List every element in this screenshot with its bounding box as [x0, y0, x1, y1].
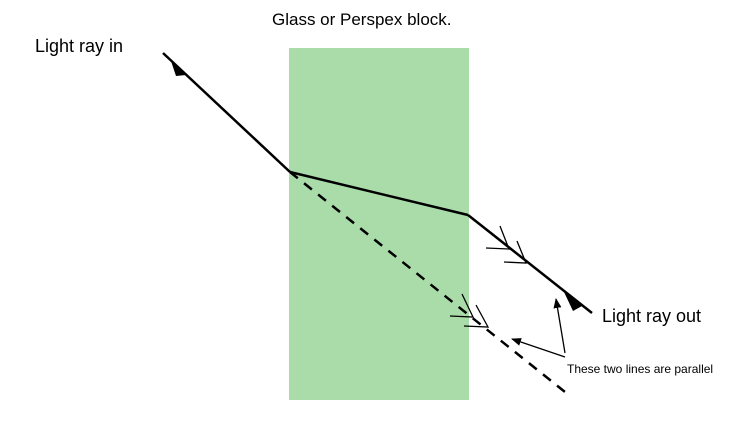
extended-incident-ray-dashed: [289, 171, 571, 397]
diagram-title: Glass or Perspex block.: [272, 10, 452, 29]
label-light-ray-in: Light ray in: [35, 36, 124, 56]
emergent-ray: [467, 214, 593, 314]
incident-ray: [162, 52, 291, 173]
label-light-ray-out: Light ray out: [602, 306, 702, 326]
incident-ray-arrowhead: [171, 61, 186, 76]
emergent-ray-arrowhead: [564, 292, 582, 311]
parallel-mark-dashed: [449, 293, 490, 328]
parallel-mark-emergent: [485, 225, 527, 264]
glass-block: [289, 48, 469, 400]
pointer-arrow-dashed: [511, 338, 566, 358]
refracted-ray: [289, 170, 469, 217]
label-parallel-note: These two lines are parallel: [567, 362, 714, 376]
pointer-arrow-emergent: [553, 298, 566, 354]
